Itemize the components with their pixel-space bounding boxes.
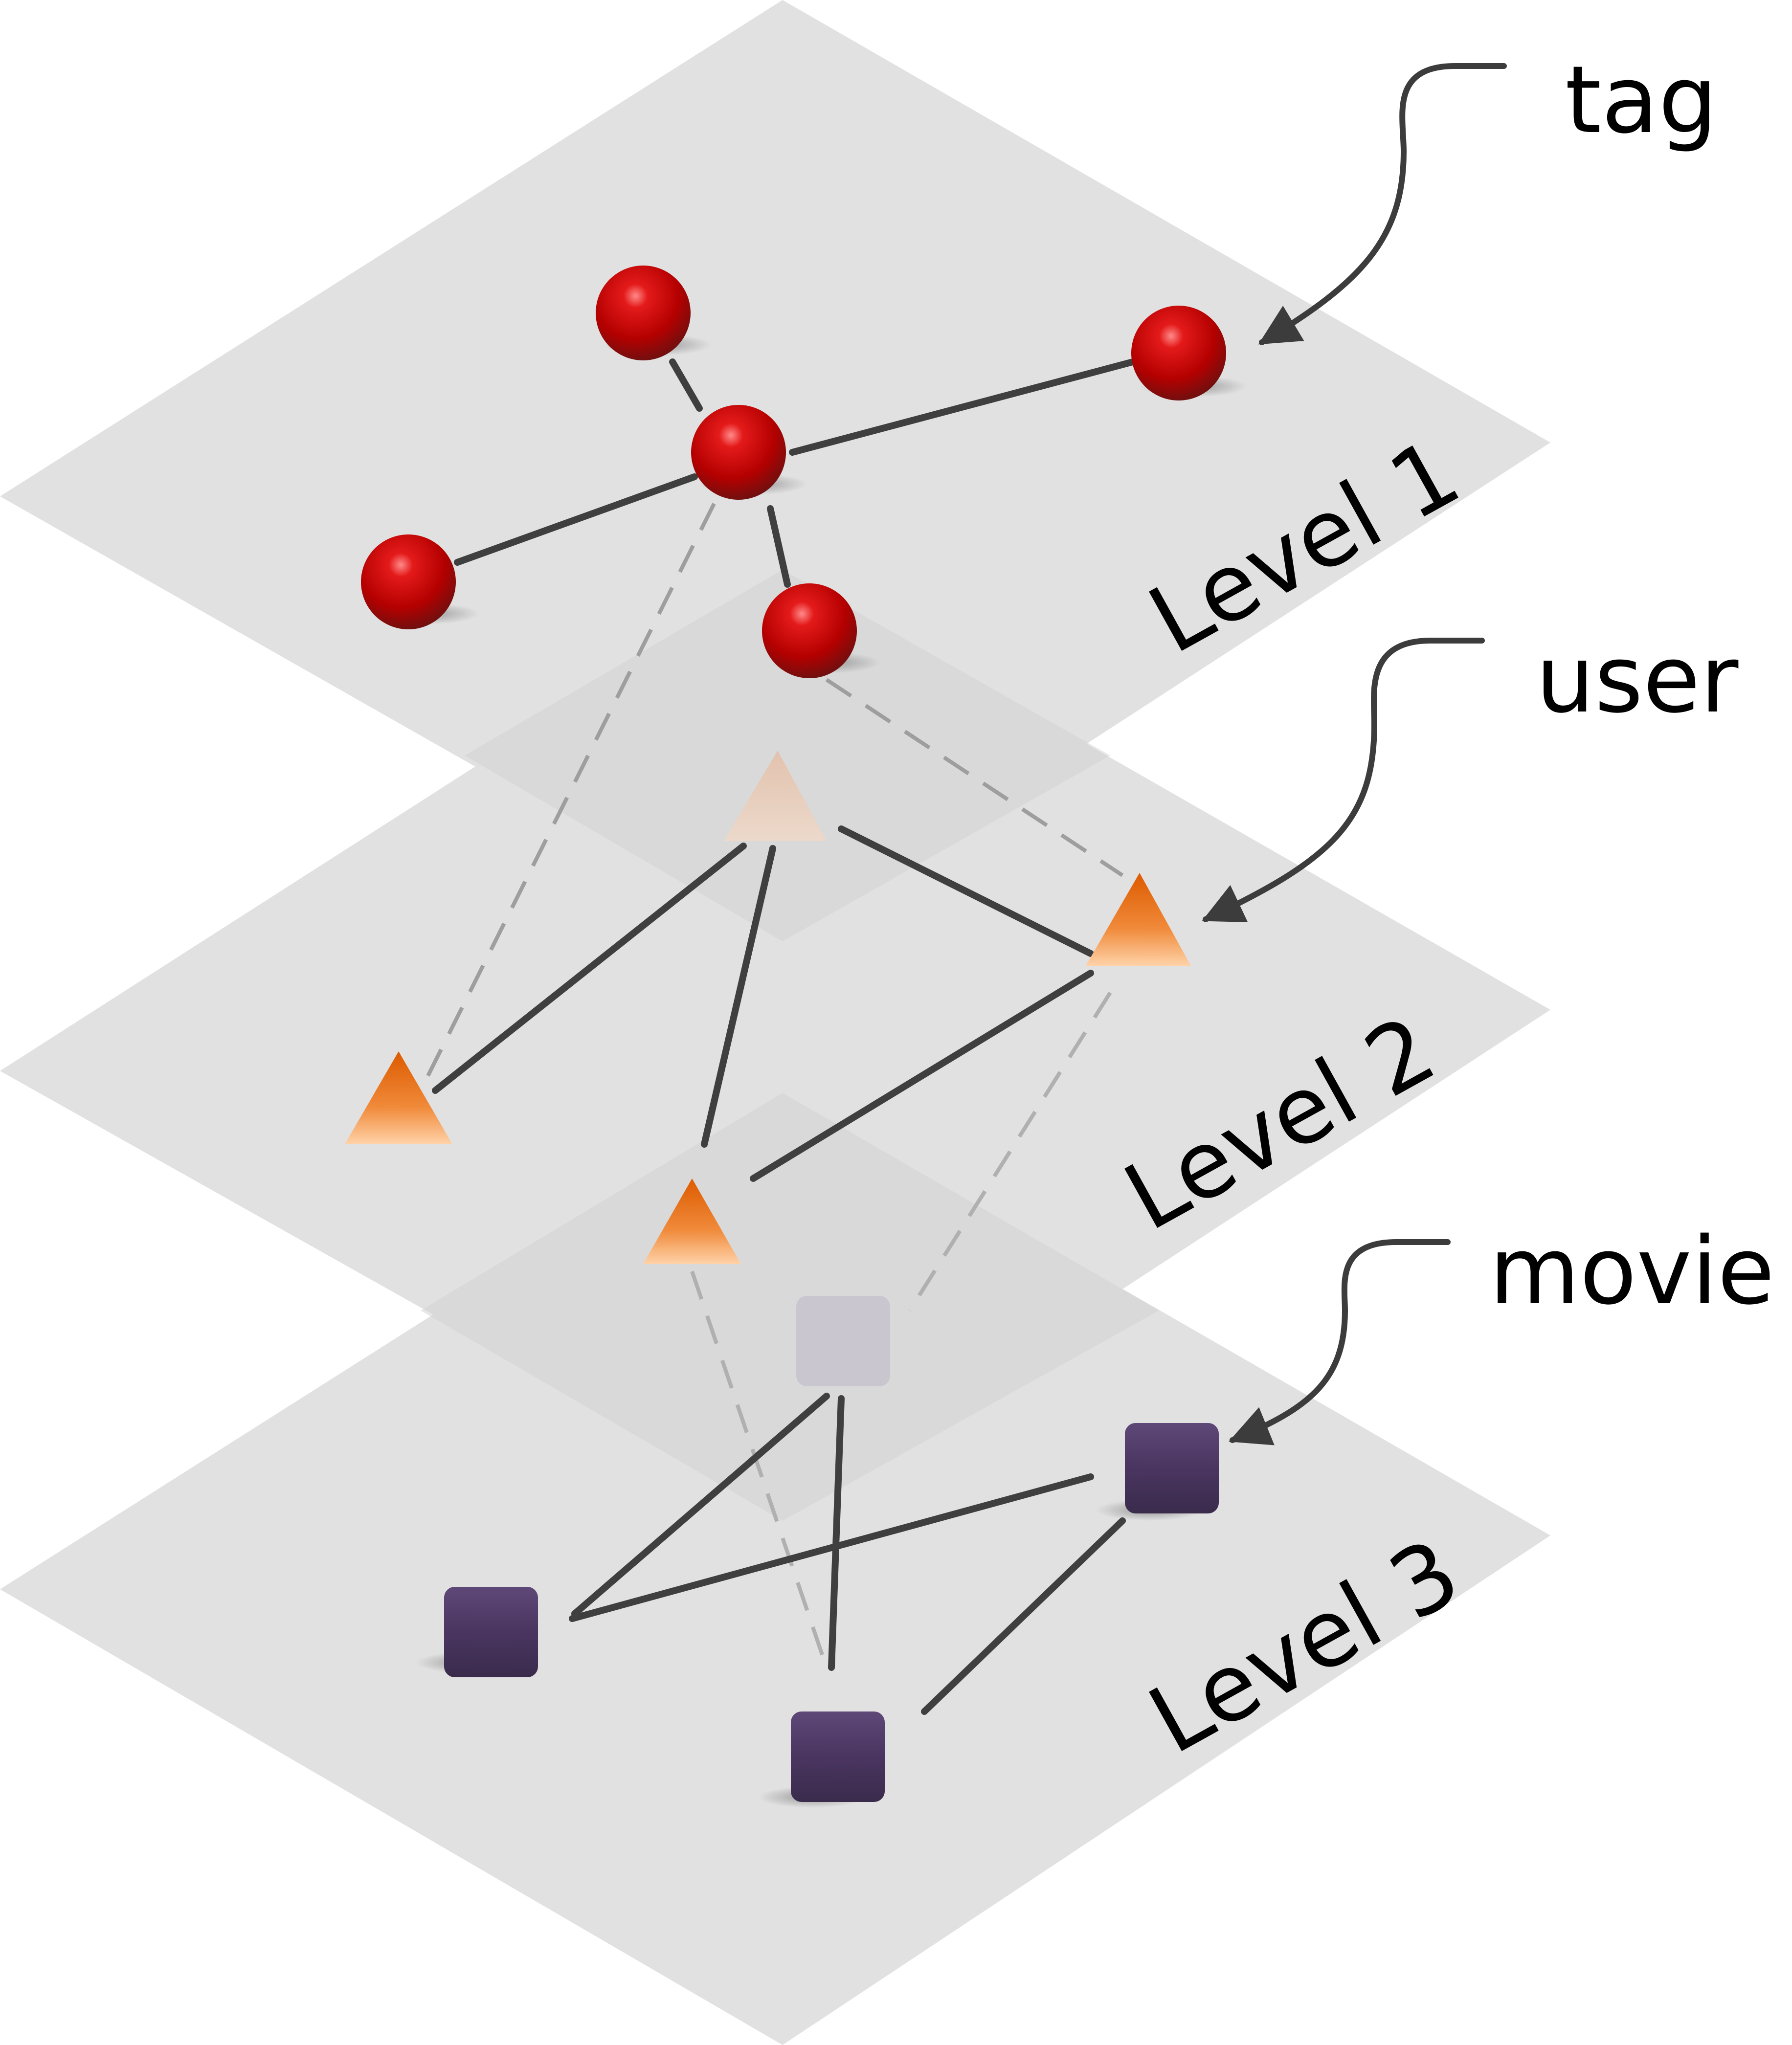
tag-label: tag	[1565, 46, 1718, 154]
level2-plane	[0, 570, 1550, 1511]
user-node	[1086, 873, 1191, 966]
dashed-edge-tag-user	[825, 678, 1124, 877]
tag-node	[1131, 306, 1247, 400]
level1-level2-overlap	[465, 570, 1110, 941]
movie-callout-arrow	[1229, 1239, 1451, 1445]
tag-node	[762, 583, 880, 678]
movie-edge	[921, 1517, 1126, 1715]
user-edge	[701, 845, 776, 1148]
level2-level3-overlap	[421, 1093, 1159, 1521]
user-node-faded	[724, 751, 827, 841]
movie-node-faded	[796, 1296, 890, 1386]
user-edge	[750, 970, 1094, 1182]
movie-edge	[571, 1393, 830, 1617]
level3-plane	[0, 1093, 1550, 2045]
tag-edge	[669, 358, 703, 412]
user-callout-arrow	[1202, 638, 1485, 922]
tag-callout-arrow	[1258, 63, 1507, 345]
dashed-edge-tag-user	[426, 503, 716, 1077]
movie-node	[416, 1587, 538, 1677]
user-node	[643, 1178, 741, 1264]
tag-node	[361, 534, 479, 629]
tag-node	[596, 266, 712, 360]
movie-node	[1096, 1423, 1219, 1521]
user-edge	[838, 825, 1094, 957]
tag-edge	[454, 473, 698, 566]
movie-edge	[828, 1395, 845, 1671]
movie-label: movie	[1489, 1217, 1774, 1325]
tag-node	[691, 405, 807, 500]
user-node	[345, 1051, 452, 1144]
user-edge	[432, 843, 747, 1094]
user-label: user	[1536, 625, 1739, 734]
dashed-edge-user-movie	[908, 991, 1112, 1312]
tag-edge	[767, 505, 791, 588]
dashed-edge-user-movie	[690, 1270, 829, 1668]
tag-edge	[789, 356, 1145, 456]
movie-node	[758, 1712, 885, 1808]
movie-edge	[569, 1473, 1094, 1622]
